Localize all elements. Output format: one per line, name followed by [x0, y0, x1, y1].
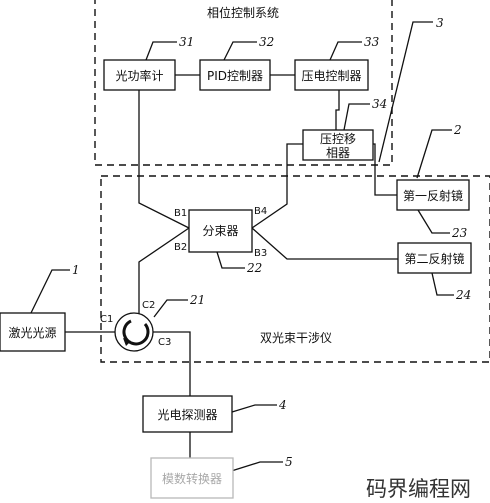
power-meter-label: 光功率计 [115, 68, 163, 83]
beam-splitter-label: 分束器 [202, 224, 238, 238]
circulator-arrow-icon [123, 338, 131, 346]
ref-31: 31 [179, 35, 194, 49]
port-b4: B4 [254, 206, 267, 217]
port-b1: B1 [174, 208, 187, 219]
reference-leader-lines [29, 21, 454, 474]
photodetector-label: 光电探测器 [157, 408, 217, 422]
phase-shifter-label-line2: 相器 [326, 146, 350, 160]
piezo-controller-label: 压电控制器 [301, 69, 361, 83]
pid-controller-label: PID控制器 [207, 69, 263, 83]
port-b3: B3 [254, 248, 267, 259]
watermark: 码界编程网 [366, 477, 471, 501]
circulator [114, 312, 154, 352]
phase-shifter-box: 压控移 相器 [302, 129, 374, 161]
beam-splitter-box: 分束器 [188, 209, 253, 253]
phase-control-system-boundary [94, 0, 393, 166]
phase-shifter-label-line1: 压控移 [320, 132, 356, 146]
ref-1: 1 [72, 263, 80, 277]
photodetector-box: 光电探测器 [142, 395, 233, 433]
mirror1-label: 第一反射镜 [403, 188, 463, 203]
adc-box: 模数转换器 [150, 457, 234, 499]
ref-22: 22 [246, 261, 262, 275]
phase-control-system-title: 相位控制系统 [207, 5, 279, 20]
port-c3: C3 [158, 337, 171, 348]
ref-3: 3 [436, 16, 444, 30]
ref-5: 5 [285, 455, 293, 469]
mirror1-box: 第一反射镜 [396, 179, 470, 211]
mirror2-box: 第二反射镜 [397, 242, 472, 274]
port-c2: C2 [142, 300, 155, 311]
interferometer-title: 双光束干涉仪 [260, 331, 332, 345]
port-c1: C1 [100, 314, 113, 325]
port-b2: B2 [174, 242, 187, 253]
laser-source-label: 激光光源 [8, 326, 56, 340]
interferometer-boundary [100, 175, 490, 363]
pid-controller-box: PID控制器 [199, 59, 271, 91]
ref-32: 32 [259, 35, 274, 49]
ref-24: 24 [455, 288, 471, 302]
piezo-controller-box: 压电控制器 [294, 59, 369, 91]
ref-2: 2 [453, 123, 462, 137]
power-meter-box: 光功率计 [103, 59, 176, 91]
ref-21: 21 [189, 293, 205, 307]
adc-label: 模数转换器 [162, 471, 222, 486]
ref-34: 34 [372, 97, 387, 111]
ref-23: 23 [451, 226, 468, 240]
laser-source-box: 激光光源 [0, 312, 66, 352]
connection-wires [65, 74, 398, 458]
ref-4: 4 [278, 398, 287, 412]
ref-33: 33 [364, 35, 380, 49]
mirror2-label: 第二反射镜 [404, 251, 464, 266]
